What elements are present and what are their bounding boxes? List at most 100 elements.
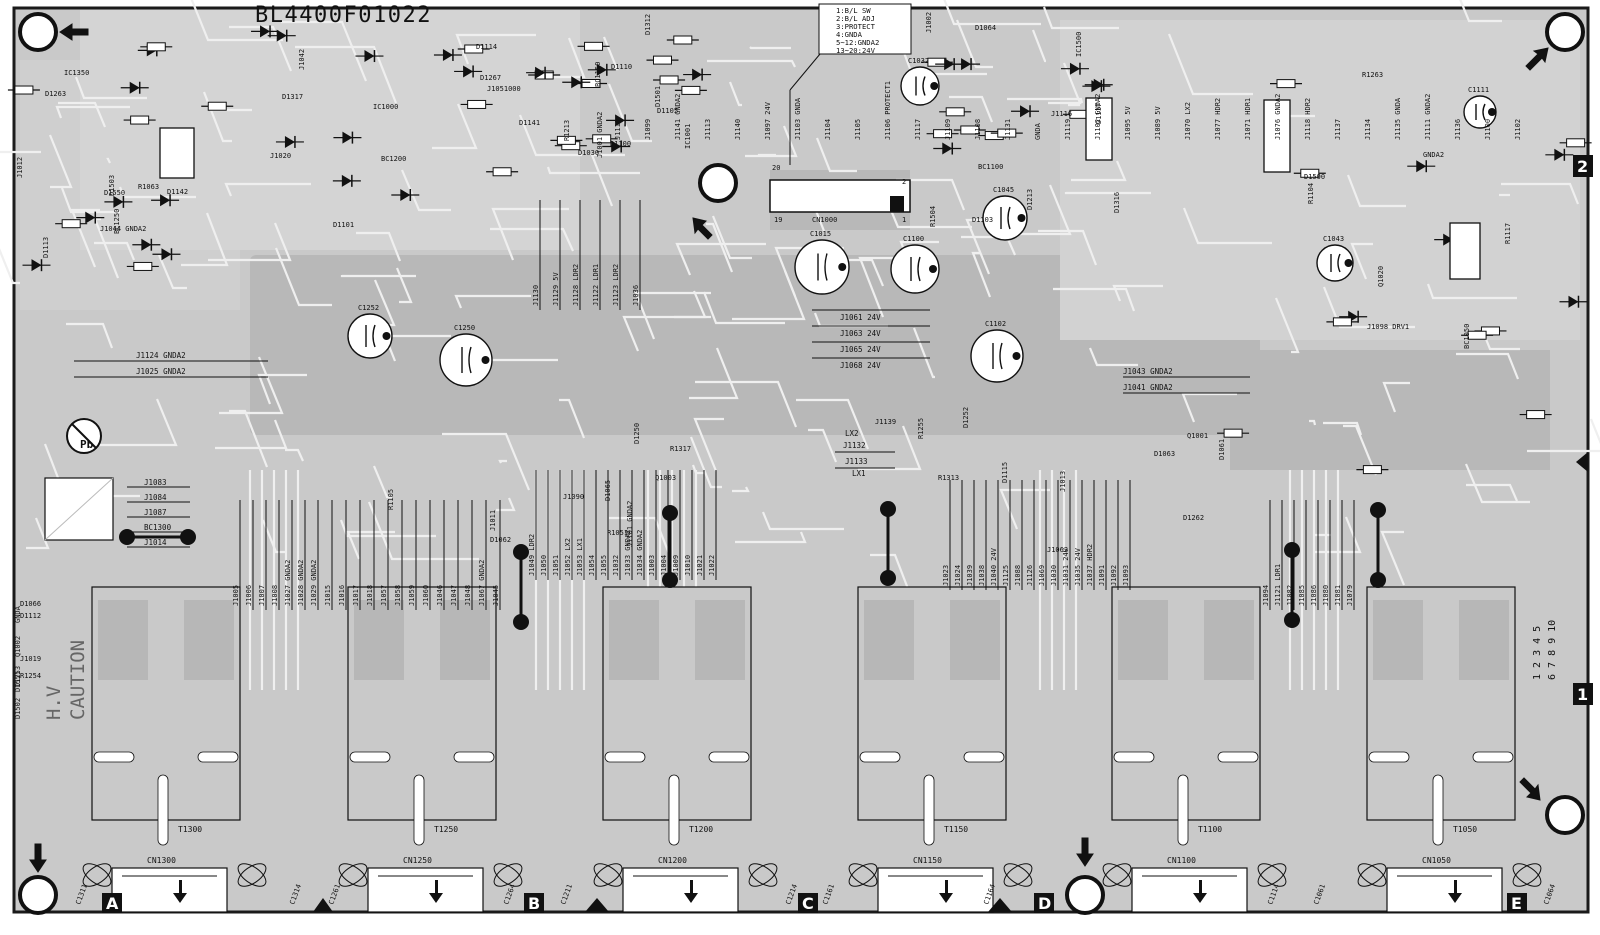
trace xyxy=(702,291,785,325)
resistor-icon xyxy=(123,115,156,125)
section-marker xyxy=(524,893,544,913)
trace xyxy=(1323,421,1363,436)
diode-body xyxy=(342,131,353,144)
resistor-icon xyxy=(577,41,610,51)
trace xyxy=(550,37,586,79)
component-label: GNDA xyxy=(1034,122,1042,140)
component-label: J1116 xyxy=(1051,110,1072,118)
trace xyxy=(400,169,451,212)
capacitor: C1043 xyxy=(1316,235,1354,282)
pinout-line: 3:PROTECT xyxy=(836,22,876,31)
component-label: J1101 GNDA2 xyxy=(626,501,634,547)
connector-label: CN1150 xyxy=(913,856,942,865)
trace xyxy=(732,486,750,493)
resistor-body xyxy=(659,75,679,85)
trace xyxy=(602,36,619,71)
jumper-label: J1057 xyxy=(380,585,388,606)
trace xyxy=(356,231,402,262)
capacitor-polarity-dot xyxy=(1012,352,1021,360)
resistor-body xyxy=(592,134,612,144)
connector-outline xyxy=(1386,867,1503,913)
triangle-marker-icon xyxy=(988,898,1012,912)
diode-body xyxy=(1443,233,1454,246)
resistor-icon xyxy=(460,99,493,109)
trace xyxy=(1088,347,1138,367)
trace xyxy=(546,166,640,175)
section-marker xyxy=(1507,893,1527,913)
component-label: R1213 xyxy=(563,120,571,141)
connector-label: CN1100 xyxy=(1167,856,1196,865)
resistor-icon xyxy=(990,128,1023,138)
component-label: J1102 xyxy=(1514,119,1522,140)
resistor-icon xyxy=(550,135,583,145)
component-label: Q1003 xyxy=(655,474,676,482)
trace xyxy=(1309,419,1317,426)
trace xyxy=(1181,392,1237,423)
section-marker xyxy=(798,893,818,913)
component-label: D1117 xyxy=(1095,103,1103,124)
resistor-body xyxy=(464,44,484,54)
diode-icon xyxy=(355,50,384,63)
cap-pad-icon xyxy=(493,863,523,887)
jumper-label: J1010 xyxy=(684,555,692,576)
transformer-label: T1150 xyxy=(944,825,968,834)
arrow-down-icon xyxy=(173,880,187,903)
trace xyxy=(1426,283,1517,300)
jumper-label: J1092 xyxy=(1110,565,1118,586)
diode-body xyxy=(596,63,607,76)
diode-body xyxy=(571,76,582,89)
component-label: J1135 GNDA xyxy=(1394,97,1402,140)
transformer-slot xyxy=(963,751,1005,763)
capacitor-polarity-dot xyxy=(1344,259,1353,267)
capacitor-label: C1043 xyxy=(1323,235,1344,243)
bead-jumper xyxy=(662,505,678,588)
trace xyxy=(1071,160,1127,182)
trace xyxy=(518,114,582,157)
component-label: J1097 24V xyxy=(764,101,772,140)
jumper-label: J1067 GNDA2 xyxy=(478,560,486,606)
pin-numbers-row2: 6 7 8 9 10 xyxy=(1547,620,1558,680)
capacitor-label: C1250 xyxy=(454,324,475,332)
capacitor-polarity-dot xyxy=(1017,214,1026,222)
resistor-body xyxy=(467,99,487,109)
pb-free-icon: Pb xyxy=(66,418,102,454)
jumper-label: J1006 xyxy=(245,585,253,606)
jumper-label: J1094 xyxy=(1262,585,1270,606)
trace xyxy=(157,254,187,290)
diode-icon xyxy=(152,248,181,261)
ic-package xyxy=(1263,99,1291,173)
resistor-icon xyxy=(926,129,959,139)
capacitor-label: C1102 xyxy=(985,320,1006,328)
component-label: J1137 xyxy=(1334,119,1342,140)
capacitor-body xyxy=(794,239,850,295)
diode-body xyxy=(944,58,955,71)
jumper-label: J1032 xyxy=(612,555,620,576)
component-label: Q1020 xyxy=(1377,266,1385,287)
component-label: J1136 xyxy=(1454,119,1462,140)
transformer-slot xyxy=(668,774,680,846)
trace xyxy=(190,0,283,42)
component-label: R1317 xyxy=(670,445,691,453)
component-label: R1051 xyxy=(607,529,628,537)
diode-body xyxy=(161,248,172,261)
jumper-label: J1022 xyxy=(708,555,716,576)
arrow-down-right-icon xyxy=(1519,777,1541,801)
connector-outline xyxy=(622,867,739,913)
trace xyxy=(1313,516,1362,554)
diode-body xyxy=(129,81,140,94)
resistor-body xyxy=(1566,138,1586,148)
jumper-label: J1015 xyxy=(324,585,332,606)
jumper-label: J1126 xyxy=(1026,565,1034,586)
diode-icon xyxy=(104,195,133,208)
diode-body xyxy=(1020,105,1031,118)
jumper-label: J1061 24V xyxy=(840,313,881,322)
trace xyxy=(496,497,516,512)
trace xyxy=(1274,297,1300,354)
jumper-label: J1025 GNDA2 xyxy=(136,367,186,376)
capacitor-polarity-dot xyxy=(481,356,490,364)
component-label: J1044 GNDA2 xyxy=(100,225,146,233)
cap-pad-icon xyxy=(1003,863,1033,887)
pb-free-label: Pb xyxy=(80,438,94,451)
bead-jumper-pad xyxy=(880,570,896,586)
